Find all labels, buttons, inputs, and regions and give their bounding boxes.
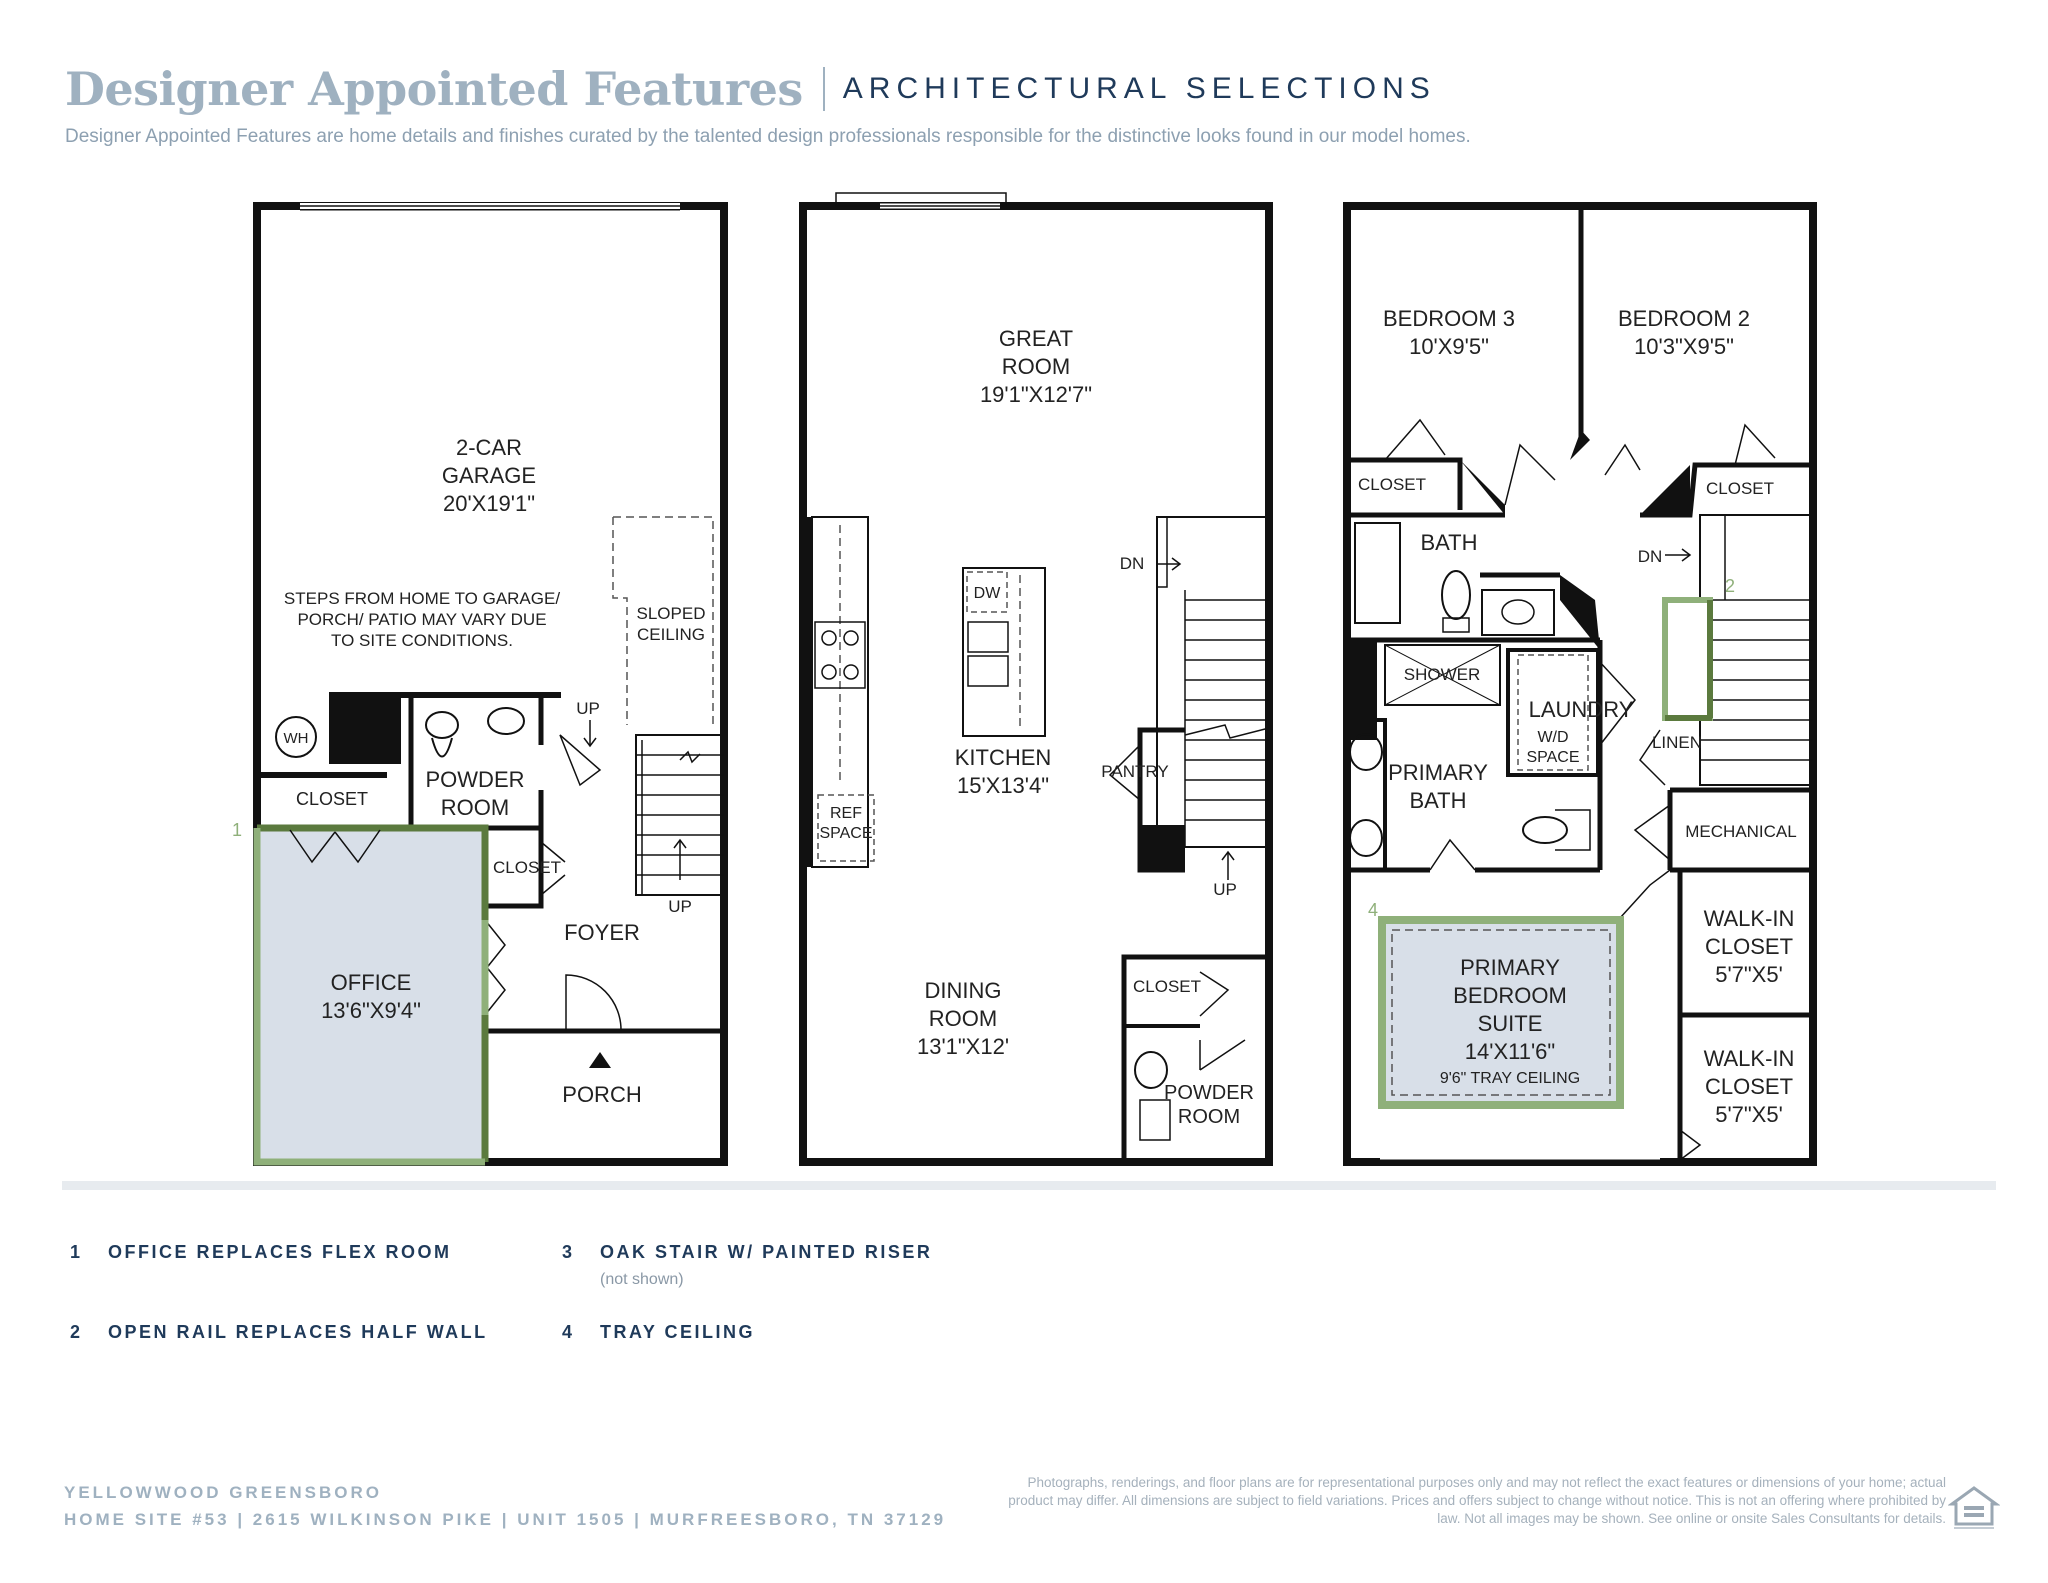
primary-bath-label: PRIMARY [1388,760,1488,785]
legend-text-2: OPEN RAIL REPLACES HALF WALL [108,1322,488,1342]
ref-space-label: REF [830,805,862,822]
down-label: DN [1120,554,1145,573]
tray-ceiling-note: 9'6" TRAY CEILING [1440,1070,1580,1087]
porch-label: PORCH [562,1082,641,1107]
garage-label-2: GARAGE [442,463,536,488]
section-title: ARCHITECTURAL SELECTIONS [842,72,1436,105]
kitchen-size: 15'X13'4" [957,773,1049,798]
powder-room-label-2: ROOM [441,795,509,820]
legend-num-1: 1 [70,1242,83,1262]
up-label-main: UP [1213,880,1237,899]
community-name: YELLOWWOOD GREENSBORO [64,1483,382,1502]
great-room-size: 19'1"X12'7" [980,382,1092,407]
walk-in-closet-2-label-2: CLOSET [1705,1074,1793,1099]
legend-num-3: 3 [562,1242,575,1262]
legend-num-4: 4 [562,1322,575,1342]
walk-in-closet-1-size: 5'7"X5' [1715,962,1783,987]
legend-item-2: 2 OPEN RAIL REPLACES HALF WALL [70,1322,488,1343]
bedroom-3-size: 10'X9'5" [1409,334,1489,359]
marker-1: 1 [232,820,242,840]
powder-room-main-label: POWDER [1164,1082,1254,1104]
office-label: OFFICE [331,970,412,995]
shower-label: SHOWER [1404,665,1481,684]
closet-label: CLOSET [296,789,368,809]
dining-room-label: DINING [925,978,1002,1003]
bedroom-2-size: 10'3"X9'5" [1634,334,1734,359]
dining-room-size: 13'1"X12' [917,1034,1009,1059]
bedroom-3-label: BEDROOM 3 [1383,306,1515,331]
plan-upper-floor [1343,202,1817,1166]
legend-text-1: OFFICE REPLACES FLEX ROOM [108,1242,452,1262]
closet2-label: CLOSET [493,858,561,877]
wd-space-label-2: SPACE [1526,749,1579,766]
stair-up-label: UP [668,897,692,916]
closet-bed2-label: CLOSET [1706,479,1774,498]
bedroom-2-label: BEDROOM 2 [1618,306,1750,331]
marker-4: 4 [1368,900,1378,920]
walk-in-closet-1-label-2: CLOSET [1705,934,1793,959]
great-room-label-2: ROOM [1002,354,1070,379]
sloped-label: SLOPED [637,604,706,623]
steps-note-2: PORCH/ PATIO MAY VARY DUE [297,610,546,629]
steps-note-1: STEPS FROM HOME TO GARAGE/ [284,589,560,608]
header: Designer Appointed Features ARCHITECTURAL… [65,62,1436,116]
dining-room-label-2: ROOM [929,1006,997,1031]
marker-2: 2 [1725,576,1735,596]
wd-space-label: W/D [1537,729,1568,746]
section-divider [62,1181,1996,1190]
bath-label: BATH [1420,530,1477,555]
primary-suite-label-2: BEDROOM [1453,983,1567,1008]
disclaimer: Photographs, renderings, and floor plans… [1008,1475,1946,1526]
legend-item-1: 1 OFFICE REPLACES FLEX ROOM [70,1242,452,1263]
legend-item-3: 3 OAK STAIR W/ PAINTED RISER [562,1242,932,1263]
garage-label: 2-CAR [456,435,522,460]
foyer-label: FOYER [564,920,640,945]
legend-text-4: TRAY CEILING [600,1322,756,1342]
closet-bed3-label: CLOSET [1358,475,1426,494]
office-size: 13'6"X9'4" [321,998,421,1023]
walk-in-closet-2-size: 5'7"X5' [1715,1102,1783,1127]
linen-label: LINEN [1652,733,1702,752]
mechanical-label: MECHANICAL [1685,822,1796,841]
powder-room-main-label-2: ROOM [1178,1106,1240,1128]
down-label-upper: DN [1638,547,1663,566]
primary-suite-size: 14'X11'6" [1465,1039,1555,1064]
page-title: Designer Appointed Features [65,62,803,116]
powder-room-label: POWDER [426,767,525,792]
equal-housing-icon [1948,1486,2000,1529]
kitchen-label: KITCHEN [955,745,1052,770]
pantry-label: PANTRY [1101,762,1168,781]
water-heater-label: WH [284,730,309,747]
home-address: HOME SITE #53 | 2615 WILKINSON PIKE | UN… [64,1510,947,1529]
page-subtitle: Designer Appointed Features are home det… [65,126,1471,147]
primary-bath-label-2: BATH [1409,788,1466,813]
walk-in-closet-1-label: WALK-IN [1704,906,1795,931]
plan-ground-floor [253,202,728,1166]
great-room-label: GREAT [999,326,1073,351]
ref-space-label-2: SPACE [819,825,872,842]
sloped-label-2: CEILING [637,625,705,644]
legend-num-2: 2 [70,1322,83,1342]
dishwasher-label: DW [974,585,1002,602]
up-label: UP [576,699,600,718]
floor-plans: 2-CAR GARAGE 20'X19'1" STEPS FROM HOME T… [232,192,1817,1166]
closet-main-label: CLOSET [1133,977,1201,996]
title-divider [822,67,825,111]
laundry-label: LAUNDRY [1529,697,1634,722]
garage-size: 20'X19'1" [443,491,535,516]
primary-suite-label-3: SUITE [1478,1011,1543,1036]
primary-suite-label: PRIMARY [1460,955,1560,980]
legend-text-3: OAK STAIR W/ PAINTED RISER [600,1242,933,1262]
plan-main-floor [799,192,1273,1166]
steps-note-3: TO SITE CONDITIONS. [331,631,513,650]
legend-note-3: (not shown) [600,1271,684,1288]
walk-in-closet-2-label: WALK-IN [1704,1046,1795,1071]
legend-item-4: 4 TRAY CEILING [562,1322,755,1343]
